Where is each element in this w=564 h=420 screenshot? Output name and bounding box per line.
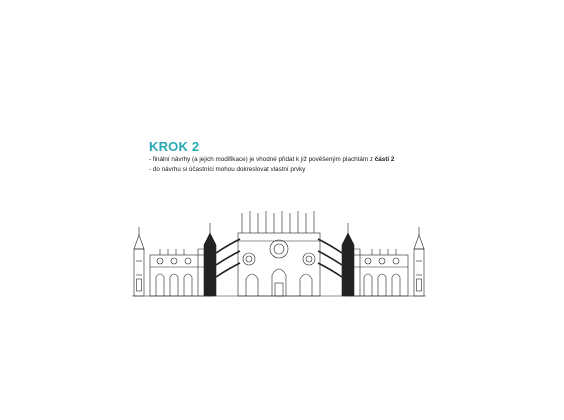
cathedral-facade-icon (132, 211, 426, 297)
central-nave (237, 211, 321, 297)
instruction-list: - finální návrhy (a jejich modifikace) j… (149, 155, 394, 175)
right-aisle-wall (345, 249, 409, 297)
step-heading: KROK 2 (149, 139, 200, 154)
instruction-line-1-bold: části 2 (374, 156, 395, 163)
instruction-line-2: - do návrhu si účastníci mohou dokreslov… (149, 166, 306, 173)
instruction-line-1-text: - finální návrhy (a jejich modifikace) j… (149, 156, 375, 163)
instruction-line-1: - finální návrhy (a jejich modifikace) j… (149, 155, 394, 165)
left-flying-buttress (197, 223, 241, 297)
right-flying-buttress (317, 223, 361, 297)
left-aisle-wall (149, 249, 213, 297)
right-tower (413, 227, 425, 297)
left-tower (133, 227, 145, 297)
